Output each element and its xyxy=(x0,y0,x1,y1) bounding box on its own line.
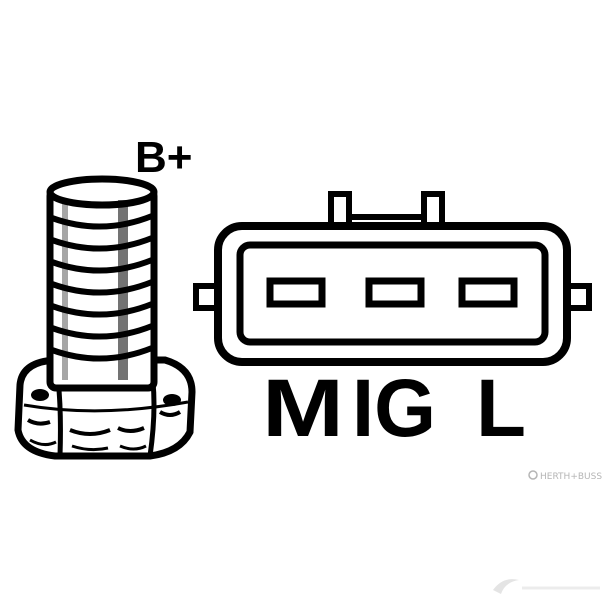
terminal-label: B+ xyxy=(135,133,192,182)
threaded-stud-icon xyxy=(14,175,196,460)
pin-ig xyxy=(365,277,425,308)
herth-buss-logo-icon: HERTH+BUSS xyxy=(528,470,602,482)
pin-label-ig: IG xyxy=(352,363,436,454)
watermark-brand: HERTH+BUSS xyxy=(540,472,602,482)
pin-label-l: L xyxy=(476,363,526,454)
watermark-swoosh-icon xyxy=(493,579,600,594)
plug-connector-icon xyxy=(193,191,592,366)
pin-m xyxy=(266,277,326,308)
pin-label-m: M xyxy=(262,363,344,454)
pin-l xyxy=(458,277,518,308)
